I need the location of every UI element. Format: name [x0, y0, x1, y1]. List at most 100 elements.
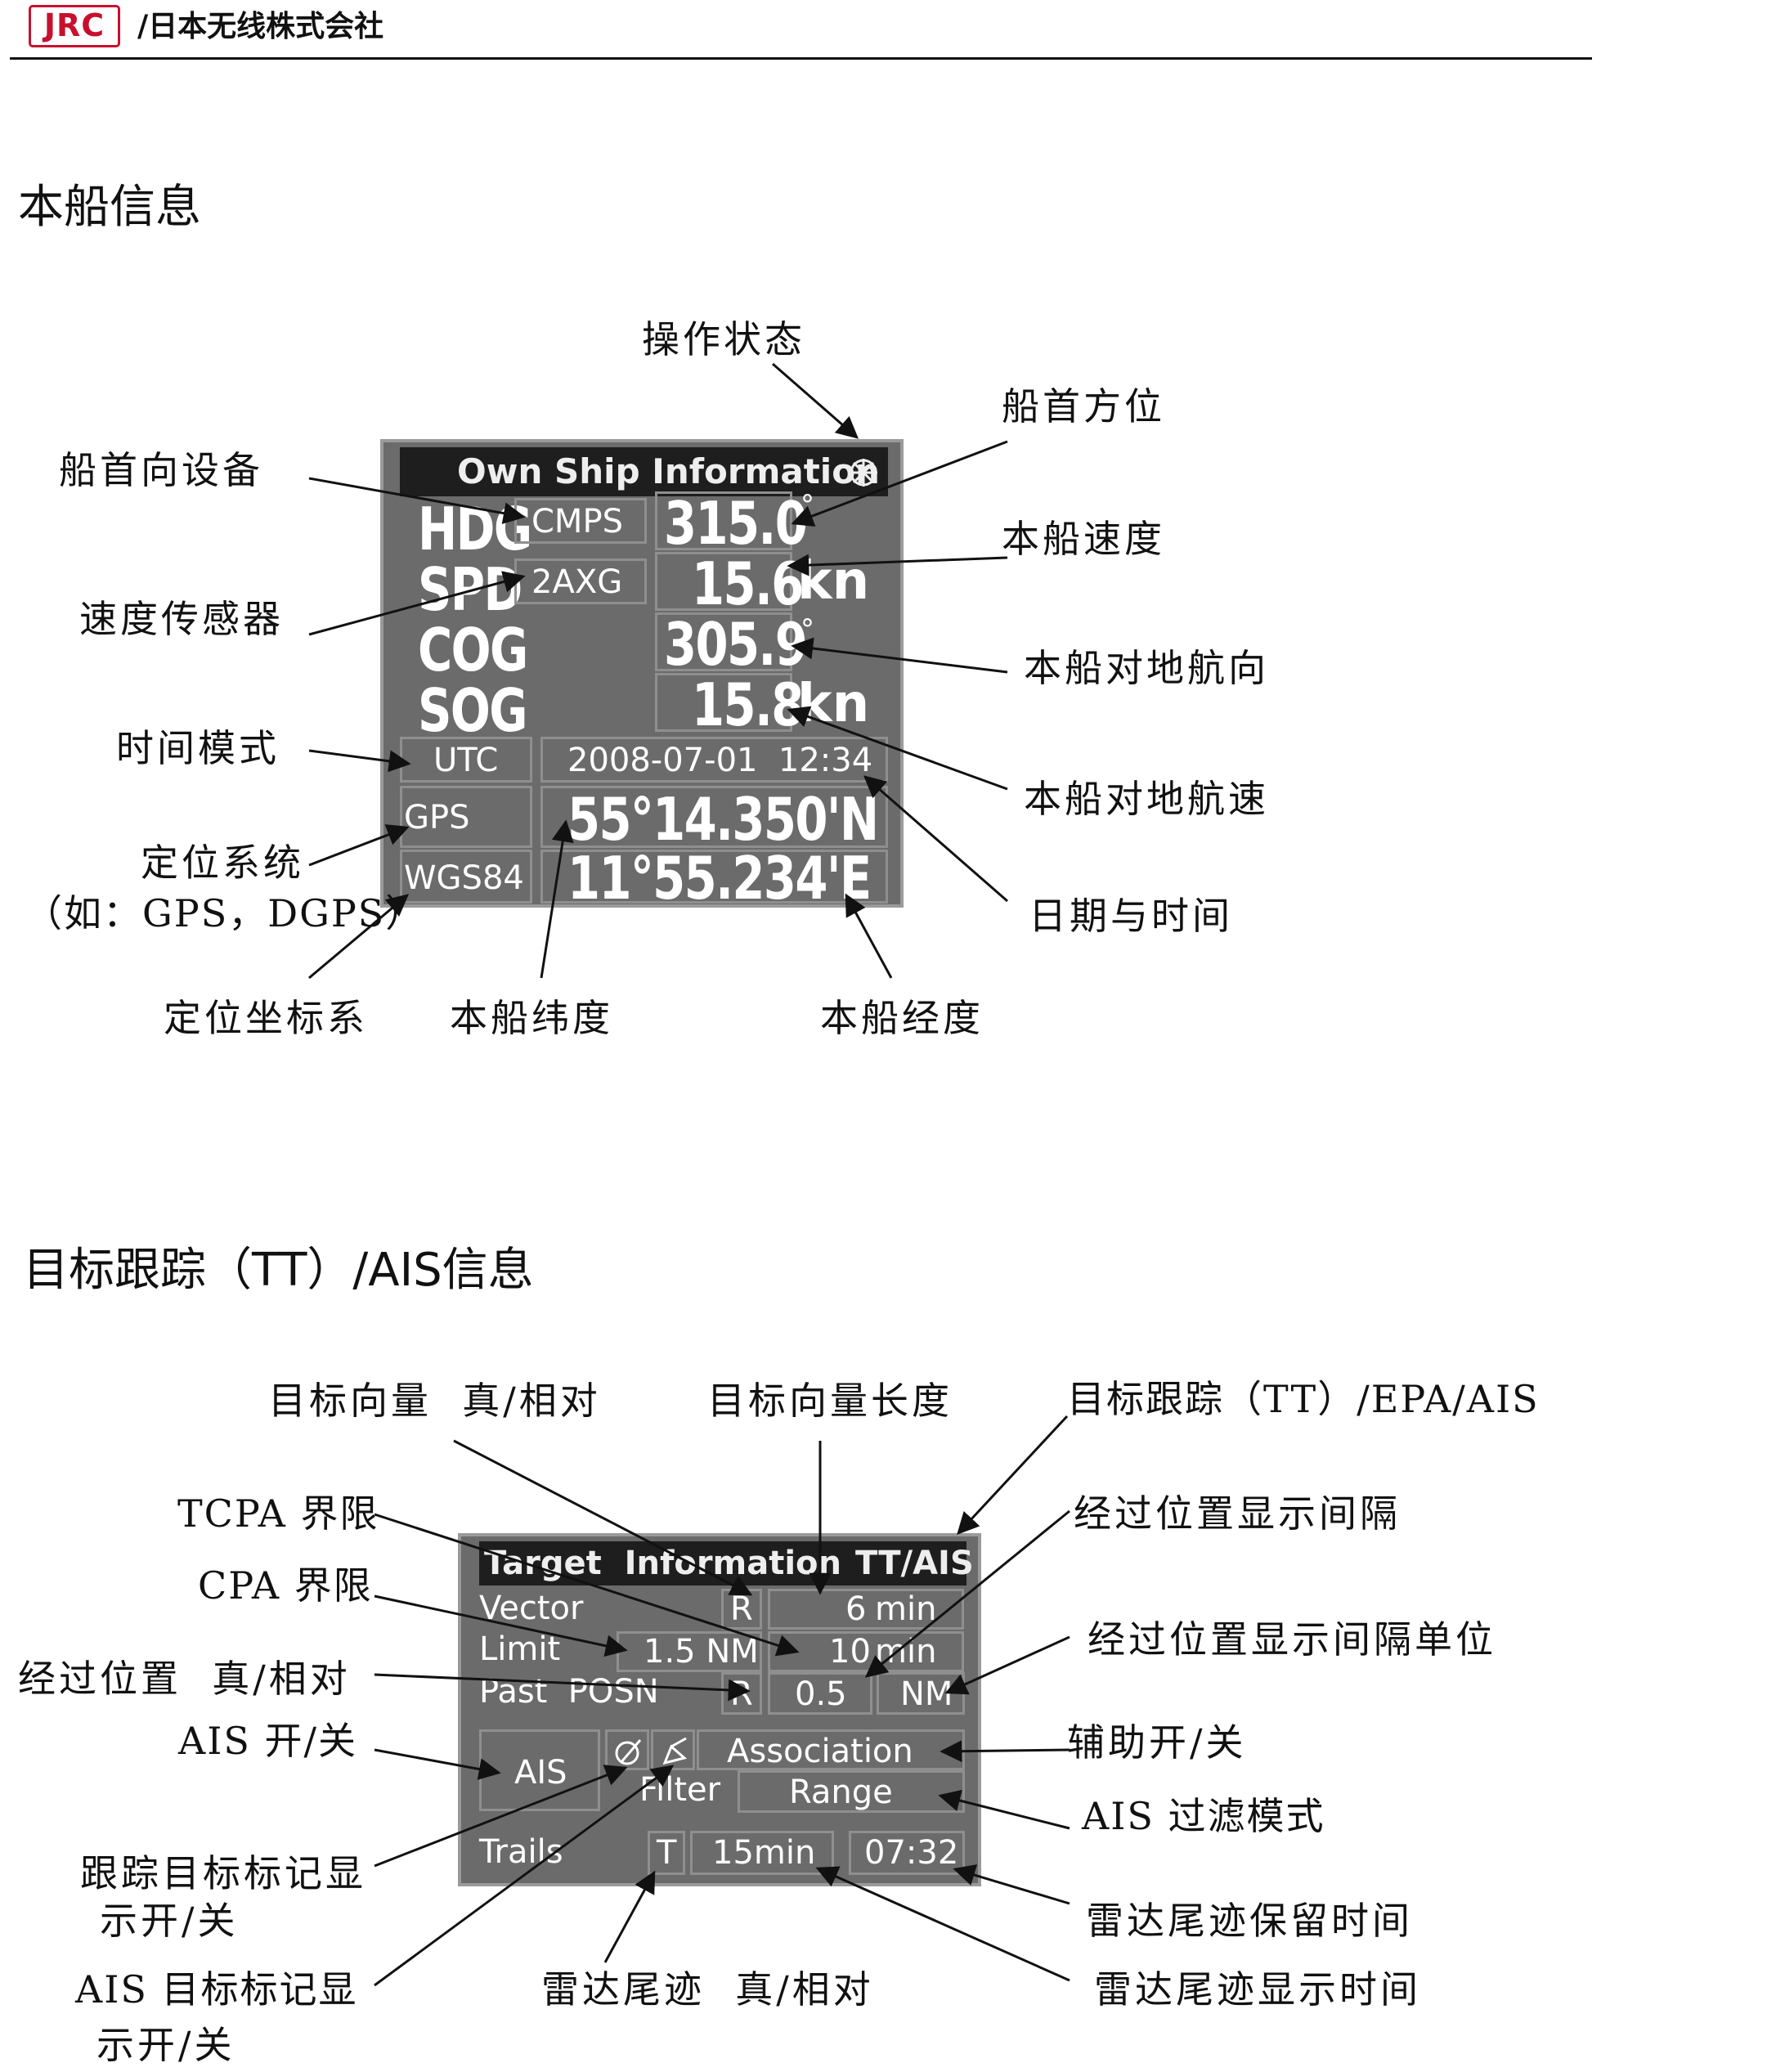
lon-box: 11°55.234'E [540, 849, 888, 908]
lon-value: 11°55.234'E [567, 844, 872, 913]
label-past-unit: 经过位置显示间隔单位 [1088, 1617, 1496, 1662]
label-tt-mark-2: 示开/关 [100, 1899, 239, 1943]
label-cpa: CPA 界限 [198, 1563, 373, 1608]
arrow-cpa [374, 1594, 628, 1657]
limit-label: Limit [479, 1630, 561, 1668]
label-speed: 本船速度 [1002, 517, 1165, 561]
cog-unit: ° [801, 613, 814, 646]
trails-label: Trails [479, 1833, 563, 1871]
datetime: 2008-07-01 12:34 [567, 742, 873, 779]
arrow-tcpa [374, 1513, 800, 1657]
vector-length-box[interactable]: 6 min [768, 1589, 964, 1630]
label-trail-keep: 雷达尾迹保留时间 [1086, 1899, 1413, 1943]
arrow-ais-filter [938, 1789, 1070, 1830]
arrow-pos-system [308, 824, 410, 867]
label-tt-mark-1: 跟踪目标标记显 [80, 1851, 366, 1895]
label-vector-mode: 目标向量 真/相对 [268, 1379, 601, 1423]
vector-label: Vector [479, 1590, 584, 1627]
spd-value: 15.6 [692, 549, 804, 618]
lat-box: 55°14.350'N [540, 785, 888, 854]
target-title-bar: Target Information TT/AIS [479, 1541, 974, 1585]
arrow-vector-mode [453, 1439, 753, 1596]
trails-time-box[interactable]: 15min [690, 1831, 834, 1875]
past-posn-label: Past POSN [479, 1673, 659, 1711]
label-tcpa: TCPA 界限 [177, 1491, 379, 1536]
past-value: 0.5 [795, 1675, 847, 1713]
ais-label: AIS [514, 1754, 567, 1792]
arrow-heading [791, 440, 1008, 527]
trails-mode-box[interactable]: T [648, 1831, 685, 1875]
arrow-sog [787, 706, 1008, 791]
target-panel: Target Information TT/AIS Vector R 6 min… [458, 1533, 981, 1886]
spd-source-box[interactable]: 2AXG [514, 558, 647, 604]
jrc-logo: JRC [29, 5, 120, 47]
section-title-own-ship: 本船信息 [18, 181, 201, 234]
label-datum: 定位坐标系 [164, 996, 368, 1040]
vector-unit: min [875, 1590, 937, 1628]
section-title-target: 目标跟踪（TT）/AIS信息 [23, 1244, 534, 1297]
arrow-lon [845, 893, 893, 979]
arrow-cog [791, 637, 1008, 674]
trails-value: 15min [712, 1834, 816, 1872]
ais-symbol-icon [662, 1737, 688, 1765]
arrow-speed [787, 554, 1008, 576]
label-ais-mark-2: 示开/关 [96, 2023, 235, 2067]
label-tt-mode: 目标跟踪（TT）/EPA/AIS [1067, 1377, 1540, 1421]
label-ais-onoff: AIS 开/关 [178, 1719, 358, 1763]
time-mode-box[interactable]: UTC [400, 737, 532, 783]
label-association: 辅助开/关 [1067, 1720, 1247, 1765]
trails-elapsed-box: 07:32 [849, 1831, 965, 1875]
arrow-time-mode [308, 749, 411, 773]
ais-filter-mode[interactable]: Range [738, 1770, 965, 1813]
label-time-mode: 时间模式 [116, 726, 280, 770]
lat-value: 55°14.350'N [567, 785, 879, 854]
label-trail-time: 雷达尾迹显示时间 [1094, 1967, 1421, 2011]
label-speed-sensor: 速度传感器 [79, 597, 284, 641]
own-ship-panel: Own Ship Information HDG CMPS 315.0 ° SP… [380, 439, 904, 908]
label-heading-device: 船首向设备 [59, 448, 263, 492]
own-ship-title: Own Ship Information [457, 451, 880, 491]
label-ais-filter: AIS 过滤模式 [1082, 1794, 1325, 1838]
spd-source: 2AXG [531, 563, 623, 601]
label-pos-system-example: （如：GPS，DGPS） [25, 891, 425, 935]
label-lat: 本船纬度 [450, 996, 613, 1040]
vector-mode: R [730, 1590, 753, 1628]
company-name: /日本无线株式会社 [137, 9, 384, 43]
target-mode[interactable]: TT/AIS [855, 1545, 974, 1582]
arrow-heading-device [308, 477, 526, 524]
cpa-limit: 1.5 NM [644, 1633, 759, 1671]
label-heading: 船首方位 [1002, 384, 1165, 428]
header-rule [10, 57, 1592, 60]
datum-box[interactable]: WGS84 [400, 850, 532, 904]
association-label: Association [727, 1733, 913, 1770]
hdg-value: 315.0 [664, 489, 808, 558]
arrow-datum [308, 894, 410, 980]
arrow-tt-mode [957, 1415, 1069, 1535]
sog-value: 15.8 [692, 670, 804, 739]
label-lon: 本船经度 [820, 996, 984, 1040]
sog-label: SOG [418, 676, 528, 745]
wheel-icon [850, 459, 877, 487]
arrow-past-interval [864, 1509, 1070, 1678]
label-pos-system: 定位系统 [141, 841, 304, 885]
association-toggle[interactable]: Association [697, 1729, 965, 1770]
past-interval-box[interactable]: 0.5 [768, 1672, 872, 1715]
arrow-past-mode [374, 1673, 751, 1702]
trails-mode: T [657, 1834, 677, 1872]
cog-value: 305.9 [664, 610, 808, 679]
vector-value: 6 [845, 1590, 867, 1628]
arrow-datetime [863, 775, 1008, 903]
arrow-association [940, 1740, 1070, 1763]
hdg-source: CMPS [531, 503, 623, 540]
arrow-tt-mark [374, 1765, 628, 1868]
arrow-ais-mark [374, 1765, 675, 1987]
tcpa-limit-box[interactable]: 10 min [768, 1631, 964, 1672]
pos-system: GPS [404, 799, 470, 836]
cog-label: COG [418, 616, 528, 684]
spd-value-box: 15.6 [655, 552, 804, 613]
datetime-box: 2008-07-01 12:34 [540, 737, 888, 783]
cpa-limit-box[interactable]: 1.5 NM [617, 1631, 762, 1672]
hdg-value-box: 315.0 [655, 491, 808, 553]
pos-system-box[interactable]: GPS [400, 786, 532, 848]
